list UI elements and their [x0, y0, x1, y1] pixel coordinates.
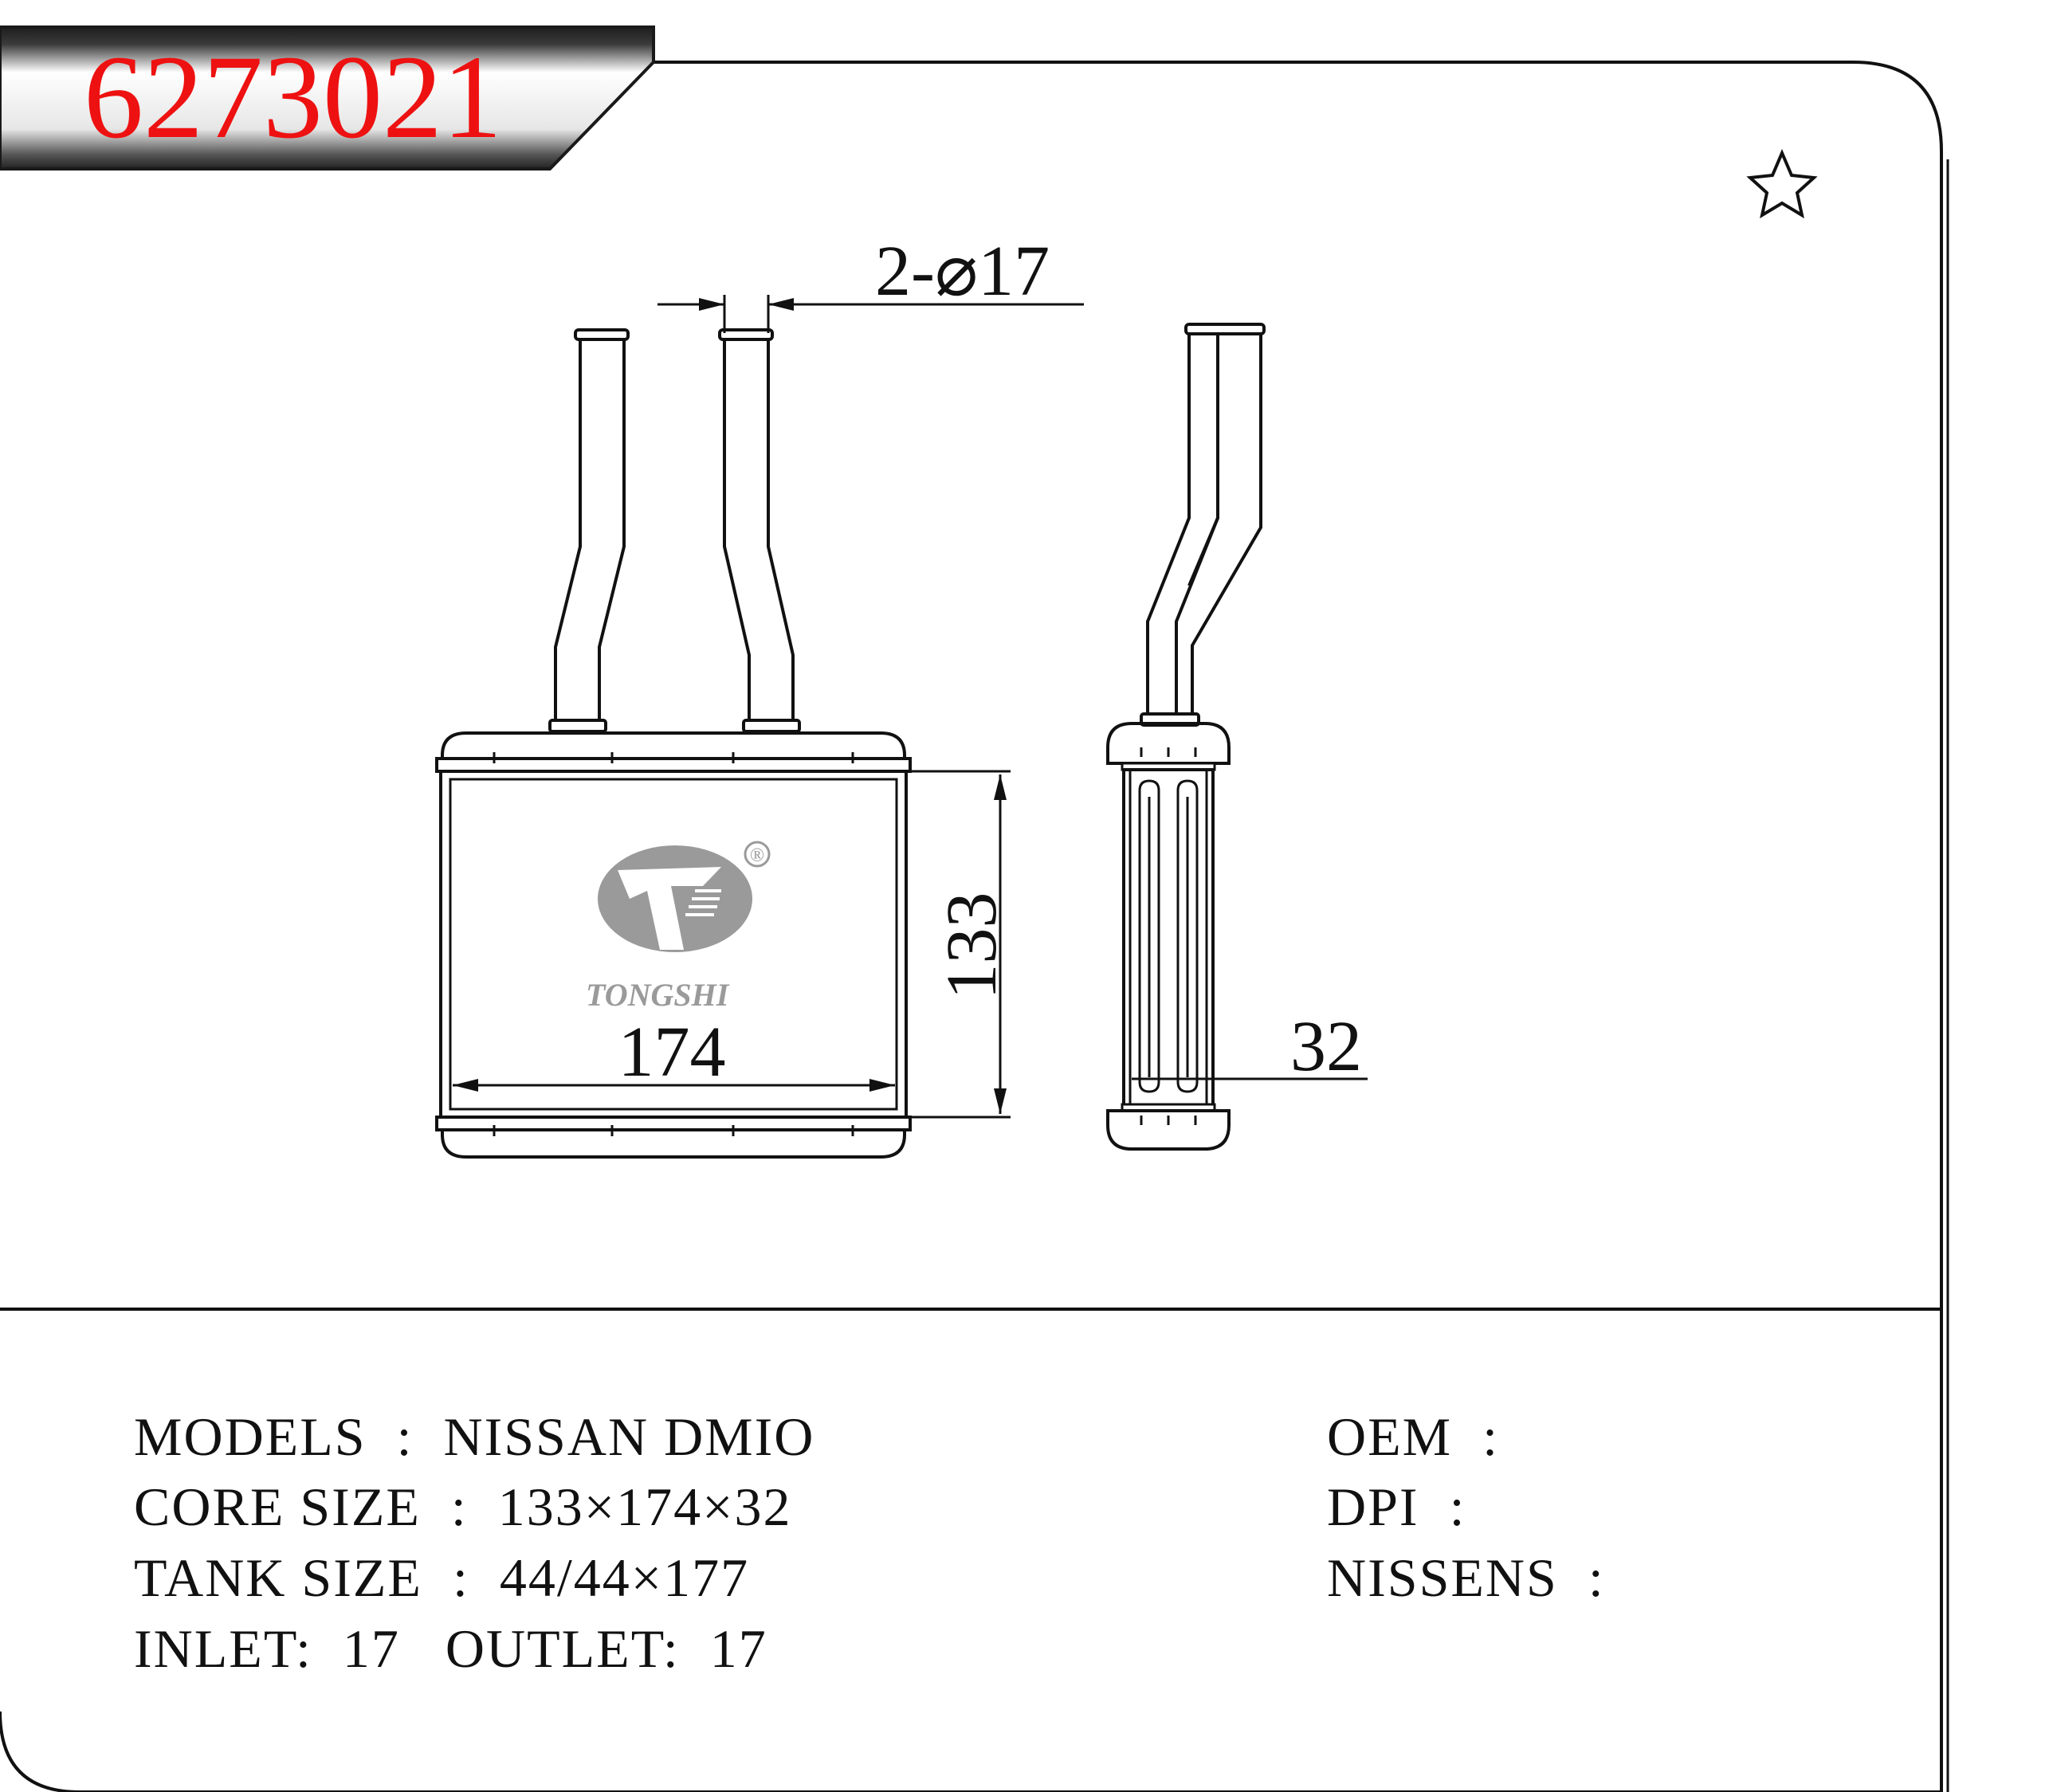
pipe-diameter-dimension: 2-⌀17 — [657, 232, 1084, 333]
side-tube-left — [1138, 779, 1160, 1093]
bottom-header-plate — [435, 1116, 912, 1131]
reference-list: OEM : DPI : NISSENS : — [1327, 1406, 1605, 1608]
core-inner — [449, 778, 898, 1111]
side-top-tank — [1106, 722, 1231, 765]
spec-tank-size: TANK SIZE : 44/44×177 — [134, 1547, 749, 1608]
logo-t-mark — [618, 867, 721, 950]
outlet-pipe — [723, 333, 795, 727]
spec-list: MODELS : NISSAN DMIO CORE SIZE : 133×174… — [134, 1406, 814, 1679]
ref-oem: OEM : — [1327, 1406, 1499, 1467]
side-pipe-rear — [1146, 328, 1219, 717]
outlet-pipe-cap — [718, 328, 774, 341]
outlet-pipe-base — [742, 719, 801, 733]
inlet-pipe-cap — [574, 328, 630, 341]
depth-dimension: 32 — [1132, 1007, 1368, 1086]
tank-notches — [493, 752, 854, 1136]
top-header-plate — [435, 757, 912, 773]
heater-core-front-view: ® TONGSHI 174 133 2-⌀17 — [435, 232, 1084, 1159]
spec-core-size: CORE SIZE : 133×174×32 — [134, 1476, 791, 1537]
side-pipe-cap — [1184, 323, 1266, 335]
logo-speed-lines — [685, 889, 721, 916]
side-tank-notches — [1140, 747, 1197, 1125]
top-tank — [441, 731, 906, 767]
tongshi-logo: ® TONGSHI — [586, 841, 771, 1013]
height-dimension: 133 — [906, 770, 1011, 1119]
brand-name: TONGSHI — [586, 977, 730, 1013]
height-label: 133 — [932, 892, 1011, 1000]
side-core — [1122, 768, 1215, 1112]
heater-core-side-view: 32 — [1106, 323, 1368, 1151]
depth-label: 32 — [1290, 1007, 1362, 1086]
ref-dpi: DPI : — [1327, 1476, 1466, 1537]
spec-inlet-outlet: INLET: 17 OUTLET: 17 — [134, 1618, 767, 1679]
star-outline-icon[interactable] — [1746, 148, 1818, 219]
inlet-pipe-base — [548, 719, 607, 733]
part-code-banner: 6273021 — [0, 25, 655, 171]
side-bottom-tank — [1106, 1109, 1231, 1151]
ref-nissens: NISSENS : — [1327, 1547, 1605, 1608]
registered-mark: ® — [750, 845, 764, 866]
width-dimension: 174 — [453, 1013, 895, 1092]
part-code: 6273021 — [84, 31, 502, 163]
width-label: 174 — [618, 1013, 726, 1092]
registered-mark-circle — [744, 841, 771, 868]
side-pipe-front — [1187, 328, 1262, 717]
bottom-tank — [441, 1130, 906, 1159]
spec-models: MODELS : NISSAN DMIO — [134, 1406, 814, 1467]
pipe-diameter-label: 2-⌀17 — [875, 232, 1050, 311]
inlet-pipe — [554, 333, 626, 727]
side-tube-right — [1176, 779, 1199, 1093]
